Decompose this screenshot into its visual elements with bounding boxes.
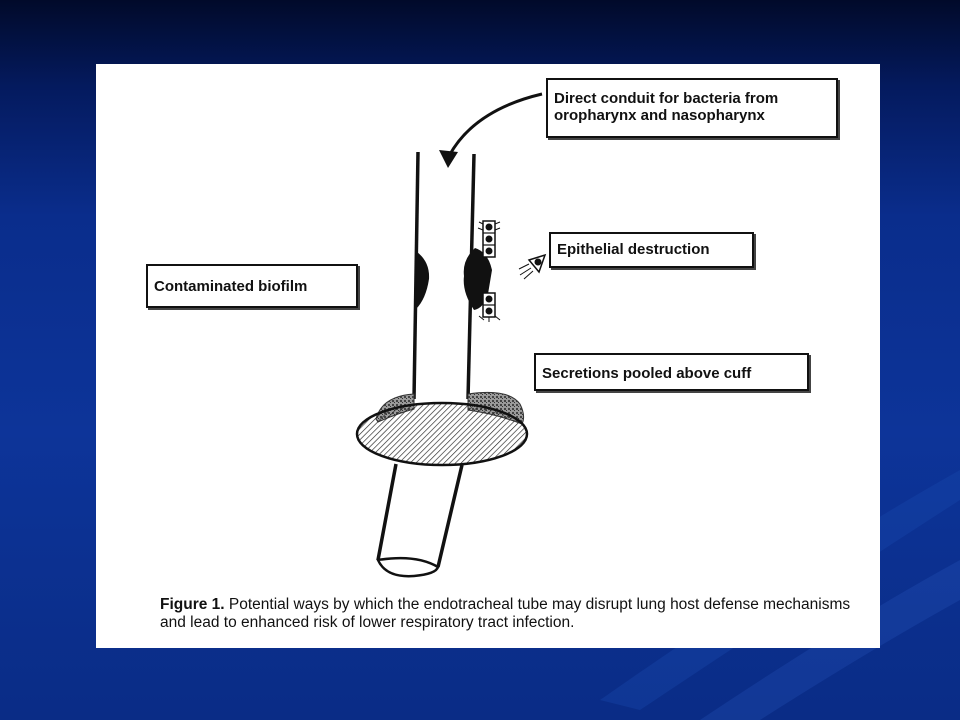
figure-caption: Figure 1. Potential ways by which the en… <box>160 596 870 632</box>
conduit-label-line2: oropharynx and nasopharynx <box>554 107 765 124</box>
figure-caption-text: Potential ways by which the endotracheal… <box>160 596 851 631</box>
epithelial-cells-upper <box>477 220 501 258</box>
biofilm-label: Contaminated biofilm <box>154 278 308 295</box>
epithelial-label: Epithelial destruction <box>557 241 710 258</box>
figure-panel: Direct conduit for bacteria from orophar… <box>96 64 880 648</box>
figure-caption-label: Figure 1. <box>160 596 225 613</box>
detached-epithelial-cell <box>518 253 547 280</box>
secretions-label-box: Secretions pooled above cuff <box>534 353 809 391</box>
epithelial-label-box: Epithelial destruction <box>549 232 754 268</box>
endotracheal-tube-diagram <box>355 92 547 578</box>
lower-tube <box>376 463 464 578</box>
secretions-label: Secretions pooled above cuff <box>542 365 752 382</box>
biofilm-deposits <box>416 248 492 310</box>
conduit-label-box: Direct conduit for bacteria from orophar… <box>546 78 838 138</box>
tube-cuff <box>355 401 529 467</box>
conduit-label-line1: Direct conduit for bacteria from <box>554 90 779 107</box>
epithelial-cells-lower <box>478 292 501 322</box>
biofilm-label-box: Contaminated biofilm <box>146 264 358 308</box>
conduit-arrow <box>439 92 543 168</box>
